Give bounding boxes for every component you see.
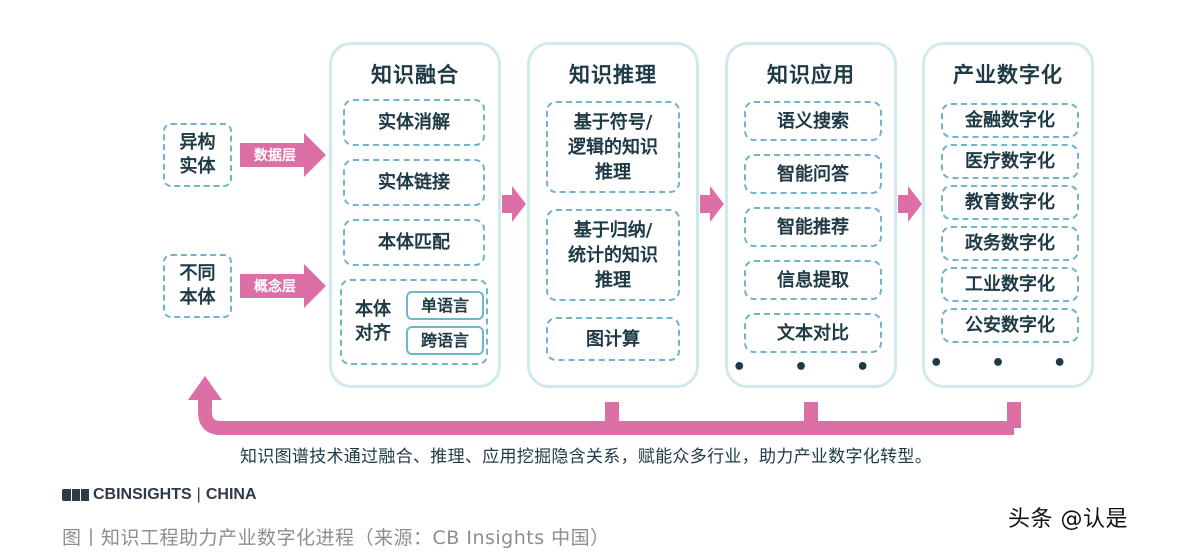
item-entity-linking: 实体链接: [343, 159, 485, 206]
item-semantic-search: 语义搜索: [744, 101, 882, 141]
concept-layer-arrow: 概念层: [240, 264, 326, 308]
figure-caption: 图丨知识工程助力产业数字化进程（来源：CB Insights 中国）: [62, 527, 610, 549]
watermark: 头条 @认是: [1008, 507, 1128, 532]
item-government: 政务数字化: [941, 226, 1079, 261]
option-cross-lingual: 跨语言: [406, 326, 484, 355]
brand-name: CBINSIGHTS: [93, 486, 192, 503]
column-knowledge-fusion: 知识融合 实体消解 实体链接 本体匹配 本体 对齐 单语言 跨语言: [329, 42, 501, 388]
arrow-reasoning-to-application: [700, 186, 724, 222]
item-smart-recommendation: 智能推荐: [744, 207, 882, 247]
cb-logo-icon: [62, 489, 90, 501]
column-knowledge-reasoning: 知识推理 基于符号/ 逻辑的知识 推理 基于归纳/ 统计的知识 推理 图计算: [527, 42, 699, 388]
column-title: 知识融合: [371, 63, 459, 87]
item-inductive-reasoning: 基于归纳/ 统计的知识 推理: [546, 209, 680, 301]
item-industrial: 工业数字化: [941, 267, 1079, 302]
arrow-fusion-to-reasoning: [502, 186, 526, 222]
item-ontology-matching: 本体匹配: [343, 219, 485, 266]
item-entity-resolution: 实体消解: [343, 99, 485, 146]
cbinsights-logo: CBINSIGHTS | CHINA: [62, 485, 257, 505]
item-graph-computing: 图计算: [546, 317, 680, 361]
input-heterogeneous-entity: 异构 实体: [163, 123, 232, 187]
diagram-caption: 知识图谱技术通过融合、推理、应用挖掘隐含关系，赋能众多行业，助力产业数字化转型。: [240, 447, 932, 467]
column-knowledge-application: 知识应用 语义搜索 智能问答 智能推荐 信息提取 文本对比 • • •: [725, 42, 897, 388]
item-symbolic-reasoning: 基于符号/ 逻辑的知识 推理: [546, 101, 680, 193]
column-industry-digitalization: 产业数字化 金融数字化 医疗数字化 教育数字化 政务数字化 工业数字化 公安数字…: [922, 42, 1094, 388]
option-monolingual: 单语言: [406, 291, 484, 320]
ontology-alignment-group: 本体 对齐 单语言 跨语言: [340, 279, 488, 365]
item-smart-qa: 智能问答: [744, 154, 882, 194]
item-healthcare: 医疗数字化: [941, 144, 1079, 179]
more-dots: • • •: [732, 355, 890, 380]
more-dots: • • •: [929, 351, 1087, 376]
data-layer-arrow: 数据层: [240, 133, 326, 177]
item-finance: 金融数字化: [941, 103, 1079, 138]
item-public-security: 公安数字化: [941, 308, 1079, 343]
item-education: 教育数字化: [941, 185, 1079, 220]
brand-region: CHINA: [205, 486, 257, 503]
column-title: 知识应用: [767, 63, 855, 87]
ontology-alignment-label: 本体 对齐: [355, 299, 391, 344]
arrow-application-to-industry: [898, 186, 922, 222]
column-title: 产业数字化: [953, 63, 1063, 87]
item-information-extraction: 信息提取: [744, 260, 882, 300]
input-different-ontology: 不同 本体: [163, 254, 232, 318]
item-text-comparison: 文本对比: [744, 313, 882, 353]
brand-separator: |: [196, 486, 201, 503]
column-title: 知识推理: [569, 63, 657, 87]
